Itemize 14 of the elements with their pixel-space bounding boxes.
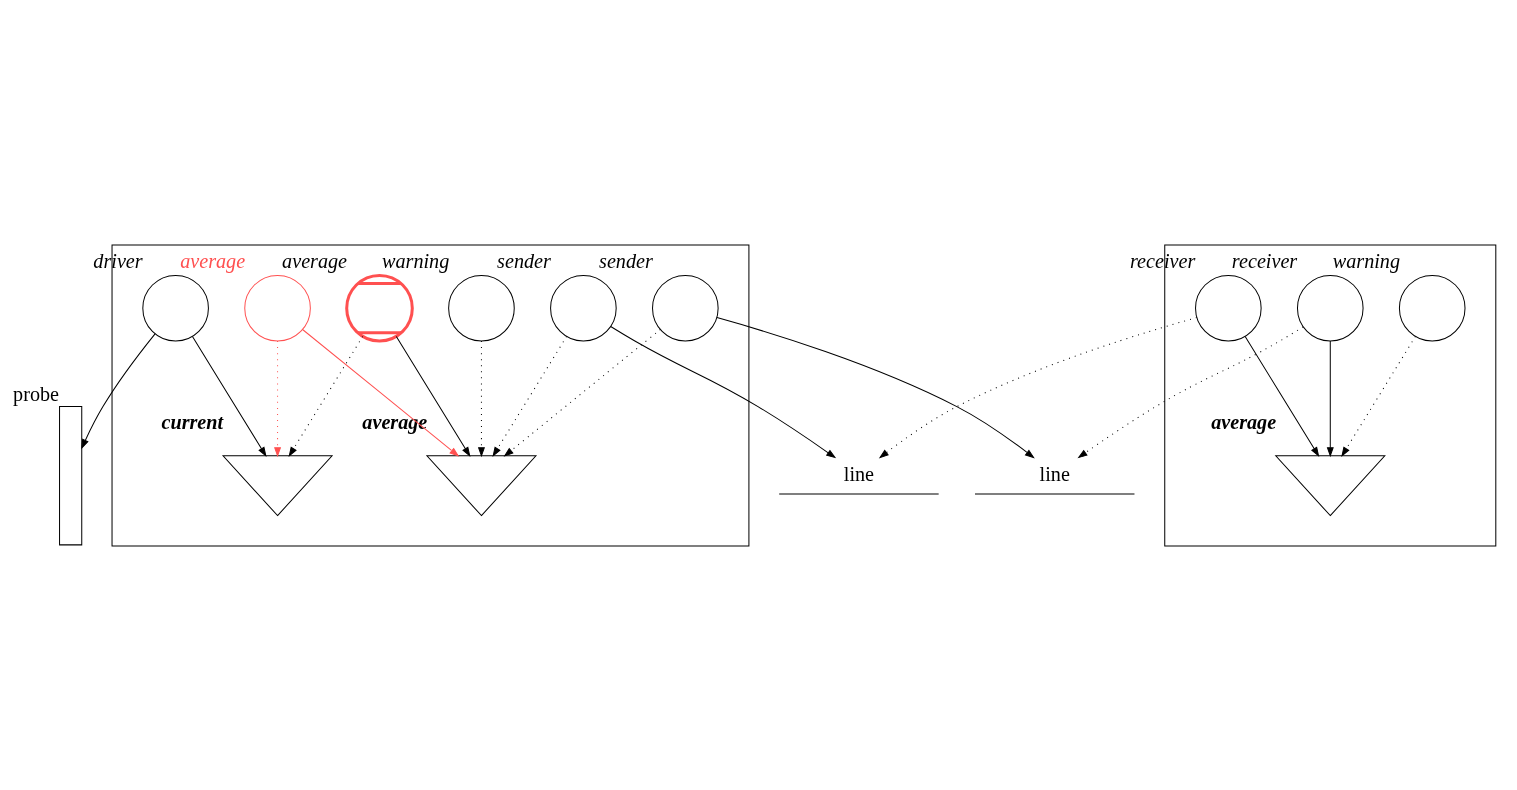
node-label: average bbox=[362, 410, 428, 433]
node-text: line bbox=[843, 462, 875, 485]
node-label: average bbox=[282, 249, 348, 272]
node-label: warning bbox=[382, 249, 450, 272]
node-text: line bbox=[1039, 462, 1070, 485]
node-label: sender bbox=[599, 249, 653, 272]
node-label: driver bbox=[93, 249, 143, 272]
node-label: average bbox=[1211, 410, 1277, 433]
node-label: receiver bbox=[1231, 249, 1298, 272]
node-label: warning bbox=[1332, 249, 1401, 272]
node-label: probe bbox=[13, 382, 60, 405]
node-label: current bbox=[161, 410, 224, 433]
node-label: average bbox=[180, 249, 246, 272]
node-label: sender bbox=[497, 249, 551, 272]
